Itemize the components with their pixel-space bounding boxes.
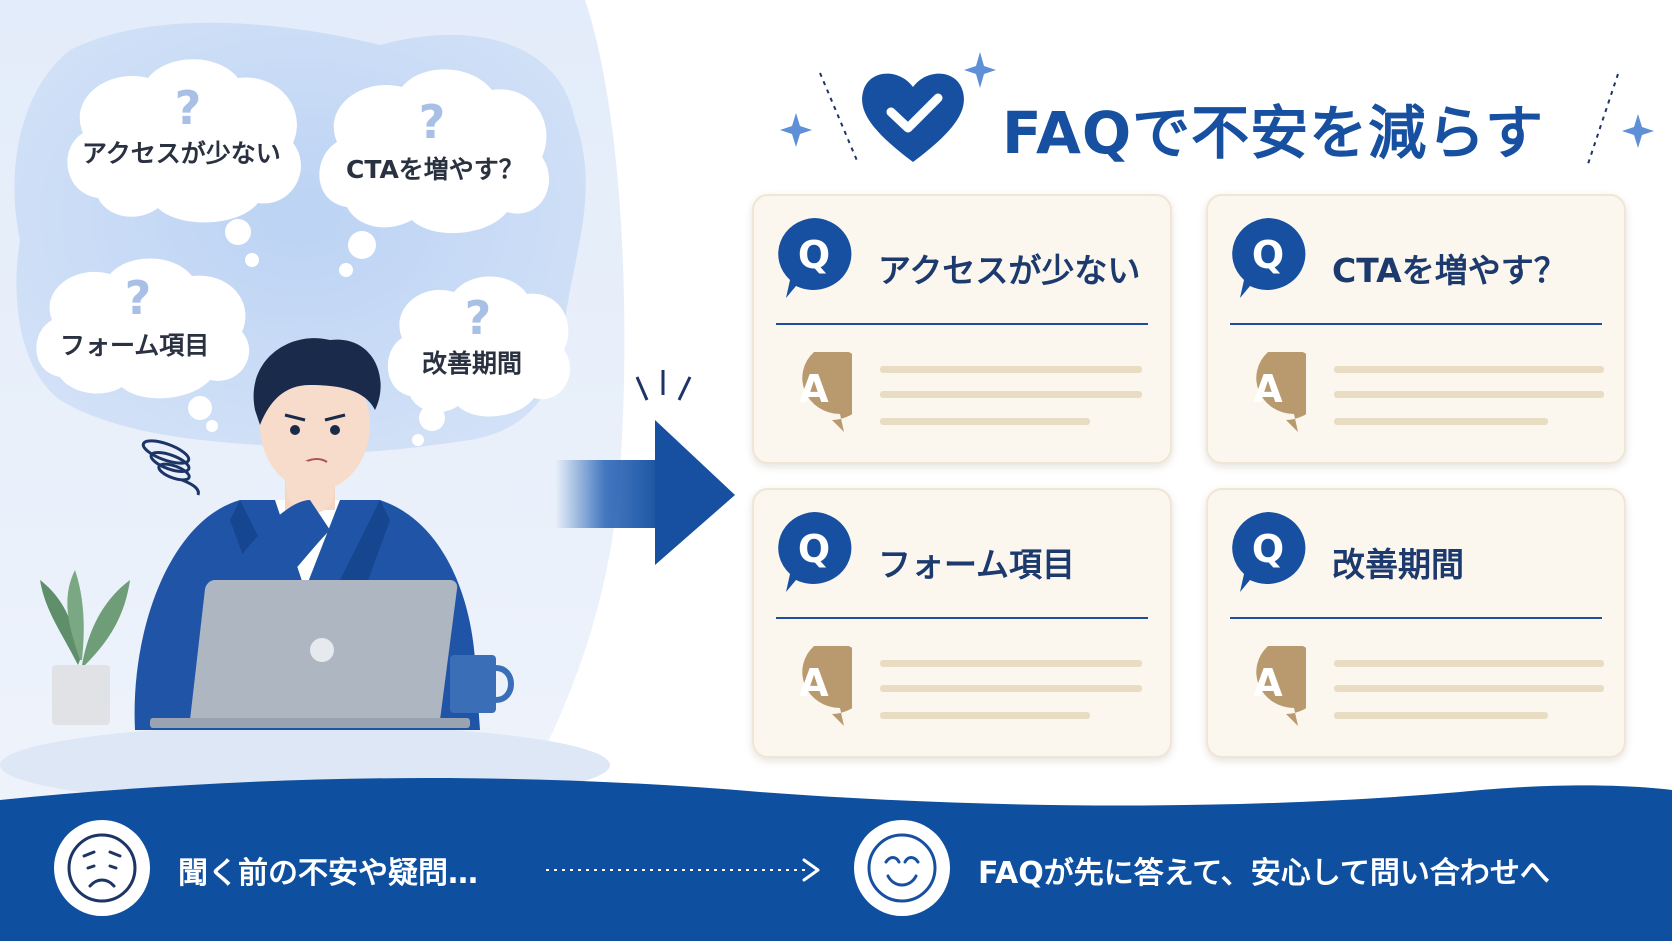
answer-placeholder-line: [1334, 391, 1604, 398]
svg-text:A: A: [799, 367, 829, 411]
question-mark-icon: ?: [419, 96, 446, 146]
big-right-arrow-icon: [555, 370, 735, 565]
footer-after-text: FAQが先に答えて、安心して問い合わせへ: [978, 856, 1550, 891]
question-mark-icon: ?: [175, 82, 202, 132]
answer-badge-icon: A: [799, 646, 852, 726]
question-badge-icon: Q: [1232, 512, 1306, 592]
svg-text:?: ?: [465, 292, 492, 342]
card-divider: [1230, 323, 1602, 325]
answer-placeholder-line: [880, 712, 1090, 719]
heart-check-icon: [862, 73, 964, 162]
faq-question-text: フォーム項目: [878, 545, 1076, 584]
thought-bubble-label: 改善期間: [422, 349, 523, 378]
thought-bubble-2: [319, 69, 550, 234]
svg-text:Q: Q: [1252, 527, 1284, 571]
page-title: FAQで不安を減らす: [1002, 99, 1544, 167]
card-divider: [776, 617, 1148, 619]
faq-question-text: 改善期間: [1332, 545, 1464, 584]
dizzy-swirl-icon: [141, 439, 200, 496]
title-decoration-left: [780, 72, 859, 164]
answer-placeholder-line: [880, 391, 1142, 398]
svg-text:?: ?: [175, 82, 202, 132]
footer-band: [0, 778, 1672, 941]
thought-bubble-4: [387, 276, 571, 417]
faq-card[interactable]: Q CTAを増やす？ A: [1206, 194, 1626, 464]
card-divider: [1230, 617, 1602, 619]
thought-dots: [188, 219, 445, 446]
coffee-mug-icon: [450, 655, 514, 713]
answer-placeholder-line: [1334, 712, 1548, 719]
svg-text:Q: Q: [798, 527, 830, 571]
sparkle-icon: [1622, 114, 1654, 148]
question-mark-icon: ?: [125, 272, 152, 322]
answer-placeholder-line: [880, 418, 1090, 425]
answer-placeholder-line: [880, 685, 1142, 692]
worried-person-illustration: [40, 338, 514, 730]
sparkle-icon: [780, 113, 812, 147]
svg-text:Q: Q: [1252, 233, 1284, 277]
question-badge-icon: Q: [1232, 218, 1306, 298]
thought-bubble-label: フォーム項目: [60, 331, 210, 360]
faq-card[interactable]: Q アクセスが少ない A: [752, 194, 1172, 464]
faq-question-text: アクセスが少ない: [878, 251, 1141, 290]
svg-text:Q: Q: [798, 233, 830, 277]
footer-before-text: 聞く前の不安や疑問…: [178, 856, 478, 891]
faq-question-text: CTAを増やす？: [1332, 251, 1567, 290]
answer-badge-icon: A: [1253, 352, 1306, 432]
answer-placeholder-line: [1334, 366, 1604, 373]
svg-text:A: A: [1253, 661, 1283, 705]
thought-bubble-label: アクセスが少ない: [82, 139, 281, 168]
svg-text:?: ?: [125, 272, 152, 322]
answer-placeholder-line: [1334, 685, 1604, 692]
thought-bubble-1: [67, 59, 301, 223]
smiling-face-icon: [854, 820, 950, 916]
answer-badge-icon: A: [1253, 646, 1306, 726]
thought-bubble-label: CTAを増やす？: [346, 155, 524, 184]
faq-card[interactable]: Q 改善期間 A: [1206, 488, 1626, 758]
answer-placeholder-line: [1334, 418, 1548, 425]
card-divider: [776, 323, 1148, 325]
svg-text:?: ?: [419, 96, 446, 146]
svg-text:A: A: [799, 661, 829, 705]
question-badge-icon: Q: [778, 218, 852, 298]
potted-plant-icon: [40, 570, 130, 725]
answer-placeholder-line: [880, 366, 1142, 373]
question-badge-icon: Q: [778, 512, 852, 592]
answer-placeholder-line: [880, 660, 1142, 667]
question-mark-icon: ?: [465, 292, 492, 342]
answer-badge-icon: A: [799, 352, 852, 432]
title-decoration-right: [1587, 73, 1654, 165]
dotted-arrow-icon: [546, 858, 820, 882]
thought-bubble-3: [36, 258, 250, 399]
answer-placeholder-line: [1334, 660, 1604, 667]
sparkle-icon: [964, 52, 996, 88]
faq-card[interactable]: Q フォーム項目 A: [752, 488, 1172, 758]
svg-text:A: A: [1253, 367, 1283, 411]
worried-face-icon: [54, 820, 150, 916]
